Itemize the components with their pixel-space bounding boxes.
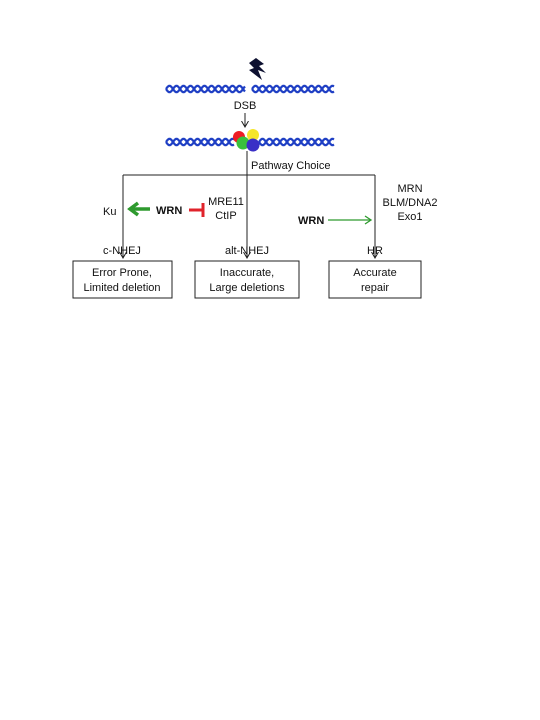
blm-dna2-label: BLM/DNA2: [382, 197, 437, 209]
wrn-to-ku-arrow: [127, 201, 150, 217]
pathway-name-c-nhej: c-NHEJ: [103, 245, 141, 257]
outcome-hr-line1: Accurate: [353, 267, 396, 279]
dna-with-complex: [165, 137, 335, 147]
pathway-choice-label: Pathway Choice: [251, 160, 331, 172]
exo1-label: Exo1: [397, 211, 422, 223]
outcome-alt-nhej-line2: Large deletions: [209, 282, 285, 294]
mrn-label: MRN: [397, 183, 422, 195]
wrn-inhibits-mre11-symbol: [189, 203, 205, 217]
broken-dna-right: [251, 84, 335, 94]
dsb-label: DSB: [234, 100, 257, 112]
pathway-name-alt-nhej: alt-NHEJ: [225, 245, 269, 257]
ctip-label: CtIP: [215, 210, 236, 222]
protein-complex-icon: [233, 129, 260, 152]
outcome-box-hr: Accurate repair: [328, 260, 422, 299]
wrn-right-label: WRN: [298, 215, 324, 227]
outcome-alt-nhej-line1: Inaccurate,: [220, 267, 274, 279]
outcome-box-alt-nhej: Inaccurate, Large deletions: [194, 260, 300, 299]
outcome-c-nhej-line1: Error Prone,: [92, 267, 152, 279]
lightning-bolt-icon: [249, 58, 266, 80]
mre11-label: MRE11: [208, 196, 244, 208]
outcome-hr-line2: repair: [361, 282, 389, 294]
broken-dna-left: [165, 84, 246, 94]
outcome-box-c-nhej: Error Prone, Limited deletion: [72, 260, 173, 299]
outcome-c-nhej-line2: Limited deletion: [83, 282, 160, 294]
pathway-name-hr: HR: [367, 245, 383, 257]
ku-label: Ku: [103, 206, 116, 218]
wrn-left-label: WRN: [156, 205, 182, 217]
wrn-to-hr-arrow: [328, 215, 373, 225]
